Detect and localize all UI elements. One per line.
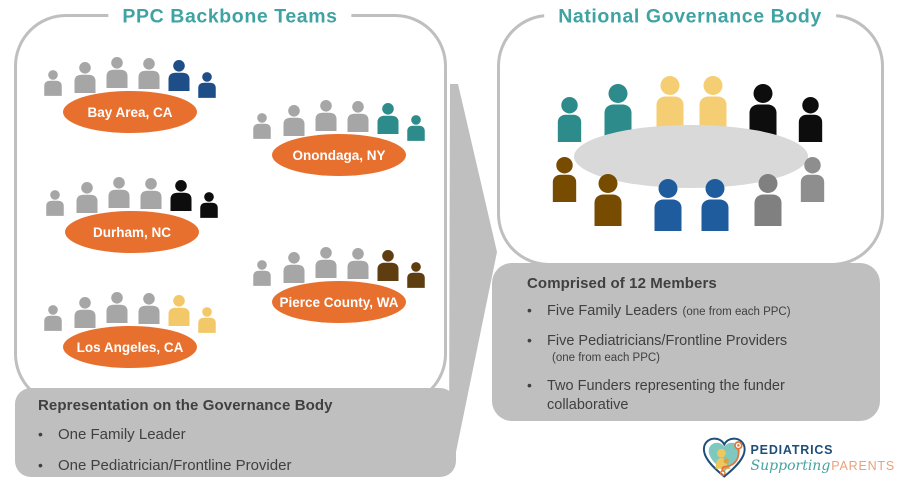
bullet-text: Five Pediatricians/Frontline Providers bbox=[547, 332, 788, 349]
bullet-item: • Five Pediatricians/Frontline Providers… bbox=[527, 332, 866, 367]
person-icon bbox=[376, 250, 400, 281]
person-icon bbox=[137, 58, 161, 89]
person-icon bbox=[697, 76, 729, 128]
bullet-text: Two Funders representing the funder coll… bbox=[547, 377, 785, 414]
bullet-dot: • bbox=[527, 376, 532, 393]
bullet-text: One Family Leader bbox=[58, 426, 186, 443]
logo-text: PEDIATRICS SupportingPARENTS bbox=[751, 443, 895, 476]
logo-heart-icon bbox=[702, 437, 746, 478]
team-label: Los Angeles, CA bbox=[76, 339, 184, 355]
representation-box-title: Representation on the Governance Body bbox=[38, 397, 333, 414]
person-icon bbox=[43, 305, 63, 331]
person-icon bbox=[799, 157, 826, 202]
person-icon bbox=[105, 57, 129, 88]
person-icon bbox=[346, 101, 370, 132]
person-icon bbox=[73, 297, 97, 328]
person-icon bbox=[75, 182, 99, 213]
person-icon bbox=[314, 100, 338, 131]
person-icon bbox=[45, 190, 65, 216]
team-group: Pierce County, WA bbox=[252, 247, 428, 327]
person-icon bbox=[105, 292, 129, 323]
person-icon bbox=[43, 70, 63, 96]
person-icon bbox=[199, 192, 219, 218]
person-icon bbox=[654, 76, 686, 128]
person-icon bbox=[797, 97, 824, 142]
representation-box: Representation on the Governance Body • … bbox=[15, 388, 456, 477]
team-label: Durham, NC bbox=[92, 224, 171, 240]
bullet-item: • Five Family Leaders (one from each PPC) bbox=[527, 302, 866, 322]
person-icon bbox=[139, 178, 163, 209]
members-bullet-list: • Five Family Leaders (one from each PPC)… bbox=[527, 302, 866, 416]
team-group: Los Angeles, CA bbox=[43, 292, 219, 372]
person-icon bbox=[652, 179, 684, 231]
team-label: Bay Area, CA bbox=[87, 104, 173, 120]
person-icon bbox=[699, 179, 731, 231]
logo-line2: SupportingPARENTS bbox=[751, 457, 895, 475]
logo-parents-text: PARENTS bbox=[831, 459, 895, 474]
person-icon bbox=[167, 60, 191, 91]
members-box-title: Comprised of 12 Members bbox=[527, 275, 717, 292]
left-panel-title: PPC Backbone Teams bbox=[108, 5, 352, 29]
team-label: Pierce County, WA bbox=[279, 294, 399, 310]
person-icon bbox=[556, 97, 583, 142]
person-icon bbox=[107, 177, 131, 208]
team-group: Onondaga, NY bbox=[252, 100, 428, 180]
person-icon bbox=[252, 260, 272, 286]
pediatrics-supporting-parents-logo: PEDIATRICS SupportingPARENTS bbox=[700, 428, 895, 498]
team-group: Durham, NC bbox=[45, 177, 221, 257]
members-box: Comprised of 12 Members • Five Family Le… bbox=[492, 263, 880, 421]
bullet-text: One Pediatrician/Frontline Provider bbox=[58, 457, 292, 475]
team-label-ellipse: Pierce County, WA bbox=[272, 281, 406, 323]
person-icon bbox=[551, 157, 578, 202]
bullet-item: • One Family Leader bbox=[38, 425, 446, 445]
person-icon bbox=[252, 113, 272, 139]
team-group: Bay Area, CA bbox=[43, 57, 219, 137]
person-icon bbox=[73, 62, 97, 93]
person-icon bbox=[406, 115, 426, 141]
bullet-dot: • bbox=[38, 457, 43, 474]
person-icon bbox=[282, 105, 306, 136]
bullet-item: • One Pediatrician/Frontline Provider bbox=[38, 456, 446, 476]
bullet-note: (one from each PPC) bbox=[552, 352, 661, 365]
team-label-ellipse: Durham, NC bbox=[65, 211, 199, 253]
right-panel-title: National Governance Body bbox=[544, 5, 836, 29]
person-icon bbox=[406, 262, 426, 288]
bullet-item: • Two Funders representing the funder co… bbox=[527, 377, 866, 416]
person-icon bbox=[197, 307, 217, 333]
bullet-text: Five Family Leaders bbox=[547, 303, 678, 319]
person-icon bbox=[752, 174, 784, 226]
team-label-ellipse: Bay Area, CA bbox=[63, 91, 197, 133]
person-icon bbox=[167, 295, 191, 326]
person-icon bbox=[197, 72, 217, 98]
bullet-note: (one from each PPC) bbox=[682, 306, 791, 318]
person-icon bbox=[747, 84, 779, 136]
bullet-dot: • bbox=[527, 302, 532, 318]
bullet-dot: • bbox=[38, 426, 43, 442]
person-icon bbox=[282, 252, 306, 283]
representation-bullet-list: • One Family Leader • One Pediatrician/F… bbox=[38, 425, 446, 477]
person-icon bbox=[346, 248, 370, 279]
person-icon bbox=[376, 103, 400, 134]
team-label: Onondaga, NY bbox=[292, 147, 386, 163]
person-icon bbox=[169, 180, 193, 211]
bullet-dot: • bbox=[527, 331, 532, 348]
person-icon bbox=[137, 293, 161, 324]
logo-supporting-text: Supporting bbox=[750, 458, 831, 475]
person-icon bbox=[592, 174, 624, 226]
logo-pediatrics-text: PEDIATRICS bbox=[750, 443, 834, 457]
team-label-ellipse: Los Angeles, CA bbox=[63, 326, 197, 368]
person-icon bbox=[602, 84, 634, 136]
team-label-ellipse: Onondaga, NY bbox=[272, 134, 406, 176]
person-icon bbox=[314, 247, 338, 278]
